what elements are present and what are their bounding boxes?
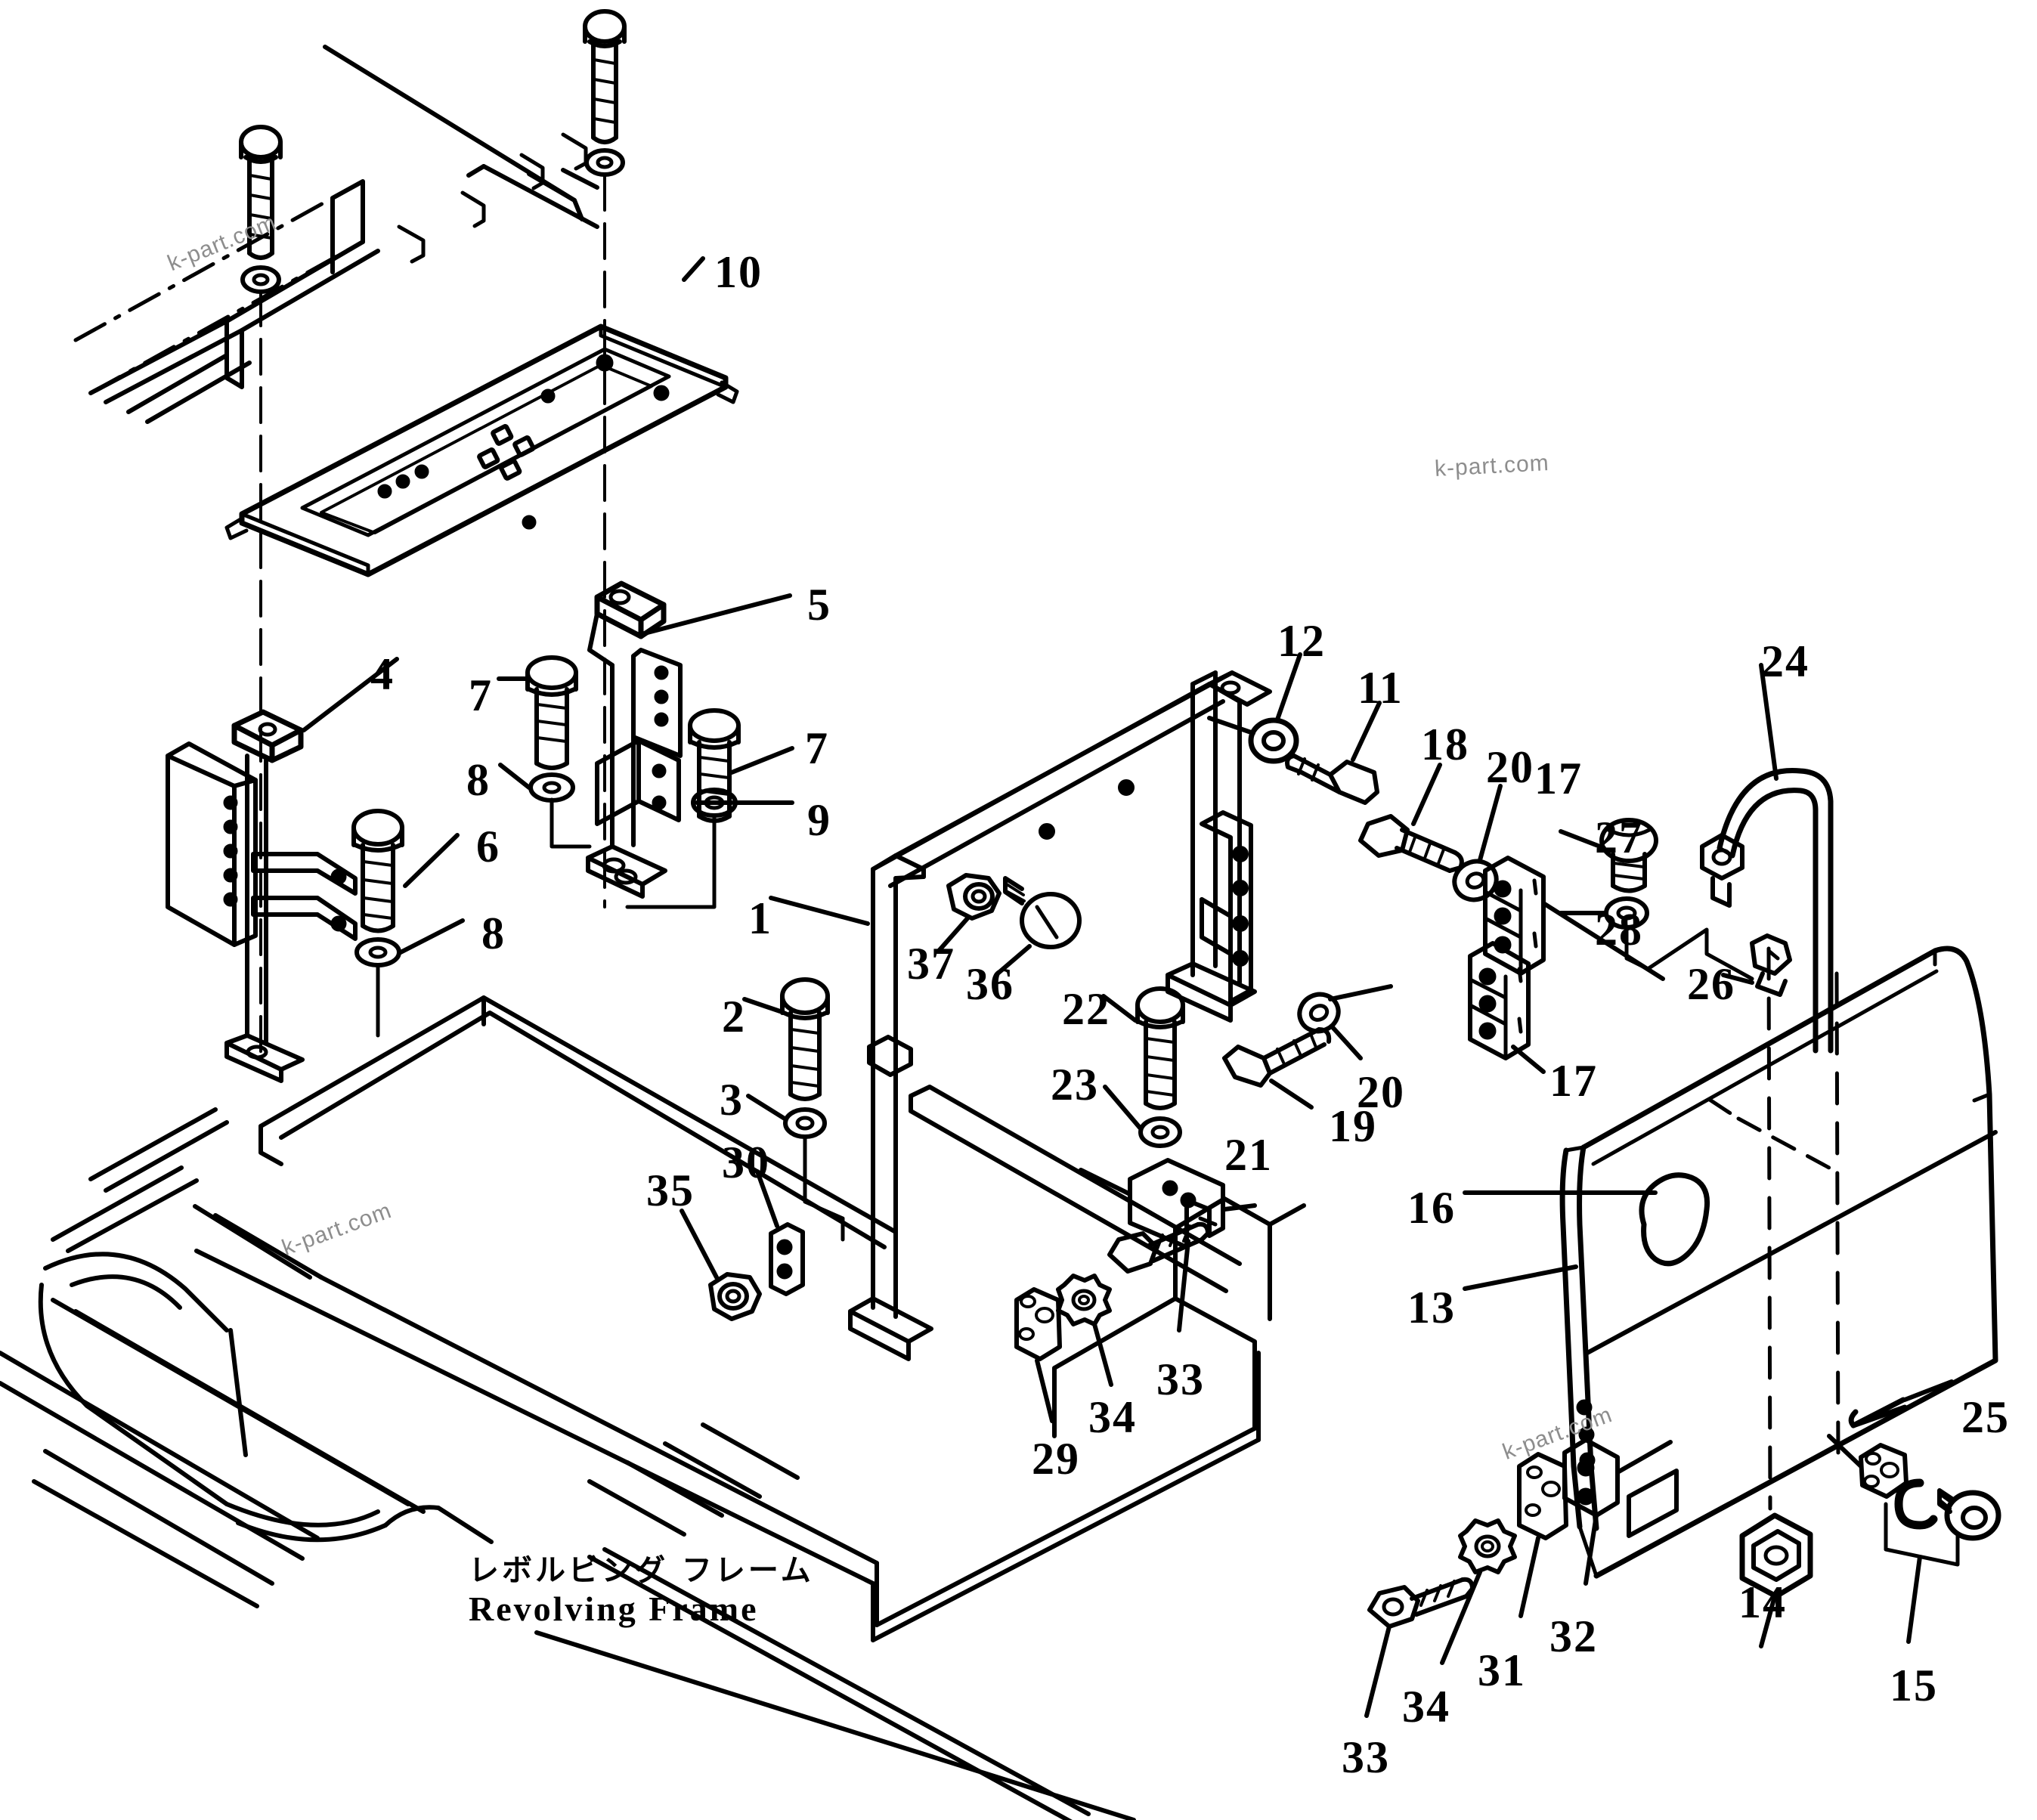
callout-10: 10 [714,247,763,297]
bolt-33-mid [1107,1221,1210,1332]
cclip-15b [1894,1478,1938,1530]
washer-20-upper [1452,784,1503,902]
screw-27 [1559,818,1658,893]
callout-37: 37 [907,939,955,989]
callout-8-b: 8 [481,908,506,958]
callout-6: 6 [476,822,500,871]
bolt-7-left [497,655,578,770]
door-panel-13 [1463,946,1998,1648]
top-right-bolt [583,9,627,144]
caption-japanese: レボルビング フレーム [469,1553,814,1588]
bolt-11 [1285,701,1382,805]
plate-32 [1562,1438,1673,1586]
revolving-frame-body [0,995,1306,1820]
washer-28 [1559,896,1650,971]
washer-3 [746,1094,845,1242]
callout-29: 29 [1032,1434,1080,1484]
callout-17-a: 17 [1534,754,1583,803]
callout-1: 1 [748,893,772,943]
callout-9: 9 [807,795,831,845]
bolt-22 [1101,986,1185,1110]
callout-34-b: 34 [1402,1682,1450,1732]
callout-5: 5 [807,580,831,630]
callout-33-b: 33 [1342,1732,1390,1782]
callout-30: 30 [722,1138,770,1187]
knob-36 [995,876,1082,976]
callout-20-b: 20 [1357,1067,1405,1117]
pin-25 [1848,1379,1954,1428]
callout-28: 28 [1595,905,1643,955]
callout-2: 2 [722,992,746,1042]
callout-11: 11 [1357,663,1404,713]
phantom-upper-panel [73,196,365,395]
handle-rod-24 [1700,663,1834,1054]
washer-23 [1103,1085,1182,1148]
callout-8-a: 8 [466,755,491,805]
leader-10 [682,256,705,282]
bracket-21 [1079,1158,1257,1249]
lockwasher-34-lower [1440,1518,1517,1665]
callout-18: 18 [1421,720,1469,769]
callout-34-a: 34 [1088,1392,1137,1442]
callout-17-b: 17 [1549,1056,1598,1106]
callout-20-a: 20 [1486,742,1534,792]
callout-22: 22 [1062,984,1110,1034]
cab-frame-item-1 [769,670,1272,1361]
callout-3: 3 [720,1075,744,1125]
callout-25: 25 [1961,1392,2010,1442]
callout-32: 32 [1549,1611,1598,1661]
callout-23: 23 [1051,1060,1099,1110]
left-bracket-assembly [166,657,399,1083]
bolt-19 [1222,1027,1332,1110]
callout-4: 4 [370,649,395,699]
bolt-18 [1358,763,1464,873]
washer-9 [625,788,794,909]
clamp-29 [1014,1287,1062,1423]
hinge-17-lower [1468,941,1546,1074]
lockwasher-34-mid [1056,1274,1113,1387]
callout-13: 13 [1407,1283,1456,1332]
post-item-5 [586,580,792,899]
washer-20-right [1297,984,1393,1060]
callout-36: 36 [966,959,1014,1009]
clamp-31 [1517,1452,1568,1618]
callout-15: 15 [1890,1661,1938,1710]
caption-english: Revolving Frame [469,1589,759,1629]
callout-19: 19 [1329,1101,1377,1151]
callout-26: 26 [1687,959,1735,1009]
callout-7-b: 7 [805,723,829,773]
callout-24: 24 [1761,636,1809,686]
clip-26 [1645,927,1792,997]
washer-8-left [498,763,592,849]
plate-30 [755,1169,805,1296]
callout-35: 35 [646,1165,695,1215]
bolt-2 [742,977,830,1101]
top-right-washer [584,148,625,177]
frame-caption: レボルビング フレーム Revolving Frame [469,1553,814,1630]
washer-8-lower [354,918,465,1038]
nut-37 [936,873,1001,953]
knob-15c [1937,1488,2001,1541]
nut-35 [680,1209,762,1321]
callout-31: 31 [1478,1645,1526,1695]
bushing-15a [1827,1434,1909,1499]
callout-21: 21 [1224,1130,1273,1180]
callout-7-a: 7 [469,670,493,720]
callout-27: 27 [1595,812,1643,862]
top-cover-panel [224,323,739,577]
bolt-6 [351,809,460,933]
callout-33-a: 33 [1156,1354,1205,1404]
washer-12 [1207,652,1302,764]
callout-14: 14 [1738,1577,1787,1627]
callout-12: 12 [1277,616,1326,666]
upper-panel-detail [397,132,588,264]
top-left-bolt [239,125,283,260]
callout-16: 16 [1407,1183,1456,1233]
top-left-washer [240,265,281,294]
